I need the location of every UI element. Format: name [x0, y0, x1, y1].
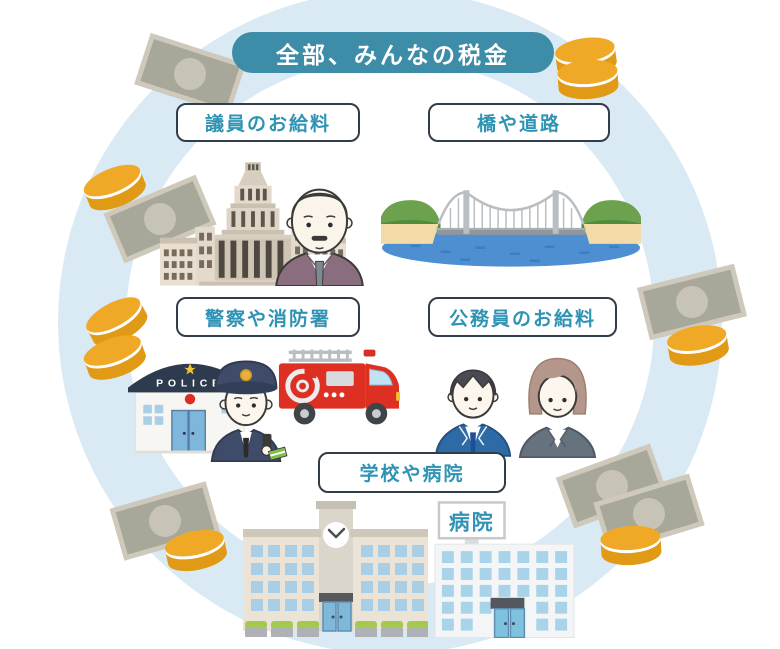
fire-truck-illustration [278, 349, 401, 425]
label-schools-hospitals: 学校や病院 [318, 452, 506, 493]
star-icon [184, 363, 196, 375]
police-sign-text: POLICE [156, 379, 224, 390]
cap-badge-icon [239, 369, 253, 382]
male-office-worker-illustration [434, 369, 512, 457]
school-building-illustration [243, 501, 428, 637]
hospital-sign-text: 病院 [449, 510, 495, 534]
beacon-light-icon [363, 349, 376, 357]
striped-armband-icon [267, 446, 288, 461]
politician-illustration [275, 188, 364, 286]
label-police-fire: 警察や消防署 [176, 297, 360, 337]
label-text: 橋や道路 [476, 114, 561, 135]
label-bridges-roads: 橋や道路 [428, 103, 610, 142]
label-text: 警察や消防署 [204, 308, 331, 330]
title-banner: 全部、みんなの税金 [232, 32, 554, 73]
label-text: 学校や病院 [359, 464, 465, 485]
label-civil-servants-salary: 公務員のお給料 [428, 297, 617, 337]
female-office-worker-illustration [518, 357, 597, 458]
hospital-sign [437, 501, 506, 540]
suspension-bridge-illustration [381, 190, 641, 267]
bushes [245, 621, 428, 637]
radio-icon [262, 433, 272, 449]
label-politicians-salary: 議員のお給料 [176, 103, 360, 142]
clock-icon [323, 522, 349, 548]
label-text: 公務員のお給料 [448, 308, 596, 330]
title-text: 全部、みんなの税金 [276, 41, 510, 68]
label-text: 議員のお給料 [204, 114, 331, 135]
police-officer-illustration [210, 360, 288, 462]
hospital-building-illustration: 病院 [434, 501, 575, 638]
